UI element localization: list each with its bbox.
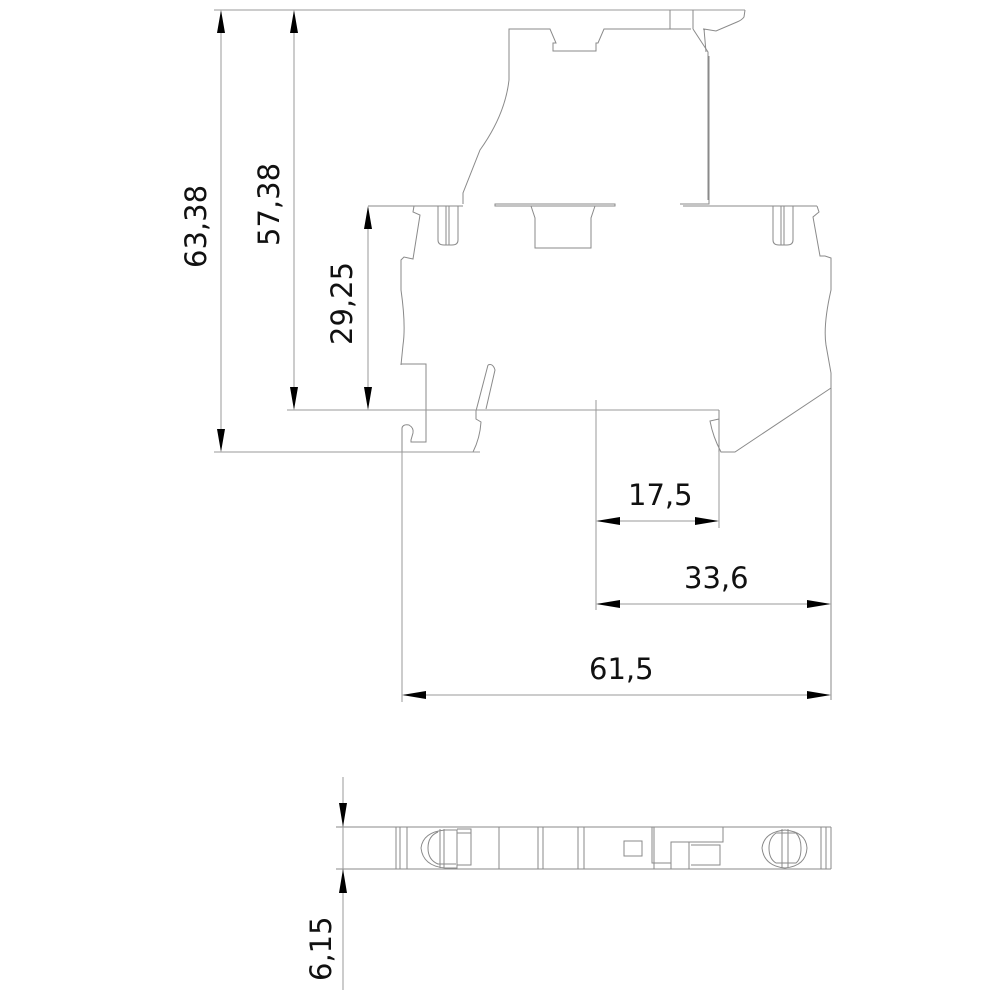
left-hook (401, 424, 427, 452)
dim-label-63-38: 63,38 (179, 185, 213, 268)
side-view (214, 9, 832, 700)
step-feature (651, 827, 724, 869)
left-loop (420, 828, 472, 869)
dim-29-25: 29,25 (325, 206, 372, 410)
dim-label-29-25: 29,25 (325, 262, 359, 345)
dim-label-6-15: 6,15 (304, 916, 338, 981)
arrow-icon (339, 803, 347, 893)
small-square (623, 840, 643, 857)
dim-57-38: 57,38 (252, 10, 298, 410)
arrow-icon (596, 600, 831, 608)
dim-label-17-5: 17,5 (628, 478, 693, 512)
right-profile (812, 205, 832, 700)
middle-plate (494, 203, 616, 207)
arrow-icon (364, 206, 372, 410)
left-pin (437, 206, 459, 246)
dim-63-38: 63,38 (179, 10, 225, 452)
dim-label-61-5: 61,5 (589, 652, 654, 686)
left-lever (380, 364, 496, 453)
middle-slot (530, 205, 596, 249)
upper-housing-right (680, 56, 710, 205)
top-view (336, 826, 832, 870)
upper-housing (462, 28, 691, 204)
top-view-ribs (395, 827, 827, 869)
dim-label-57-38: 57,38 (252, 163, 286, 246)
dim-6-15: 6,15 (304, 777, 347, 990)
left-profile (400, 205, 427, 425)
clip-inner (703, 28, 707, 53)
dim-33-6: 33,6 (596, 561, 831, 608)
right-pin (772, 206, 794, 246)
dim-17-5: 17,5 (595, 400, 720, 610)
dim-61-5: 61,5 (401, 452, 831, 702)
right-foot (709, 387, 832, 453)
dim-label-33-6: 33,6 (684, 561, 749, 595)
right-loop (761, 829, 808, 869)
top-clip (669, 9, 746, 200)
